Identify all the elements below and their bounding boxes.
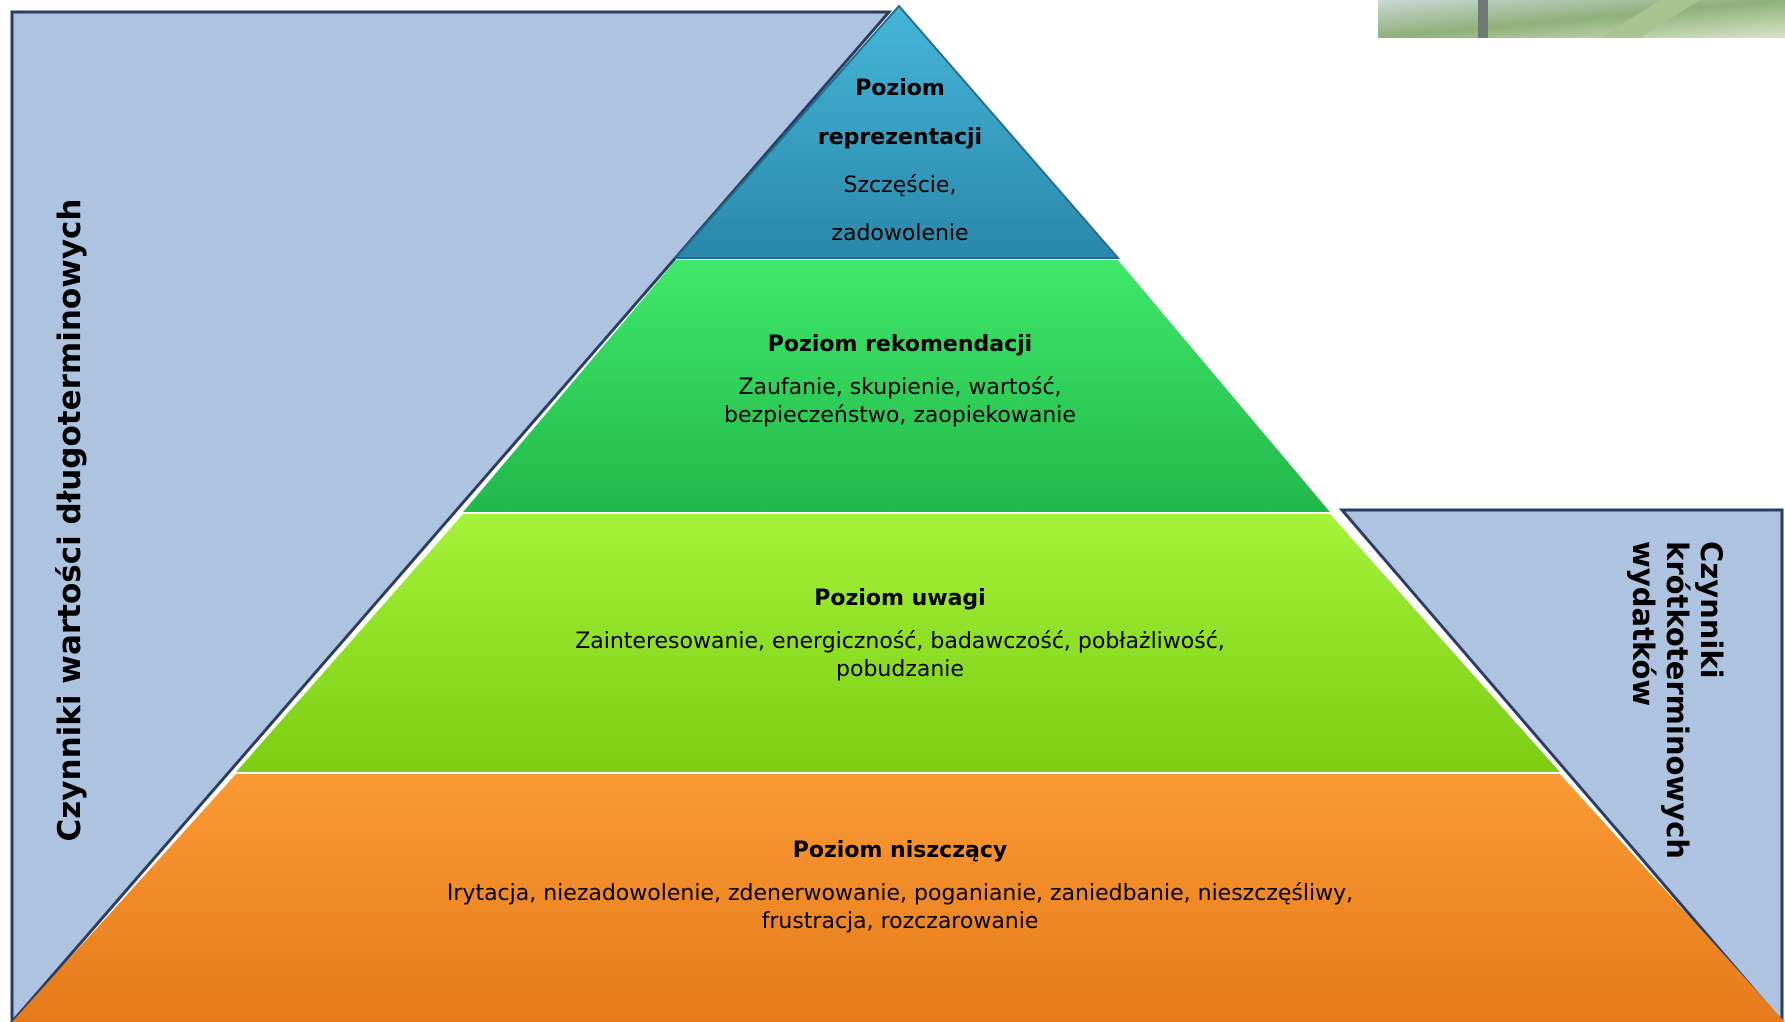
right-side-panel [1338, 508, 1784, 1022]
level-representation-text: Poziom reprezentacji Szczęście, zadowole… [760, 64, 1040, 258]
left-axis-label: Czynniki wartości długoterminowych [52, 198, 88, 842]
level-attention-desc-line-1: Zainteresowanie, energiczność, badawczoś… [575, 629, 1225, 654]
pyramid-level-top [673, 4, 1121, 259]
level-representation-title-line-2: reprezentacji [817, 125, 983, 150]
level-destructive-desc-line-2: frustracja, rozczarowanie [761, 909, 1039, 934]
pyramid-level-recommendation [463, 260, 1330, 512]
level-attention-title: Poziom uwagi [814, 586, 986, 611]
level-recommendation-title: Poziom rekomendacji [767, 332, 1033, 357]
level-attention-text: Poziom uwagi Zainteresowanie, energiczno… [430, 584, 1370, 684]
level-recommendation-text: Poziom rekomendacji Zaufanie, skupienie,… [600, 330, 1200, 430]
pyramid-level-attention [236, 514, 1560, 772]
level-representation-desc-line-1: Szczęście, [843, 173, 957, 198]
right-axis-label-line-3: wydatków [1626, 541, 1660, 707]
level-attention-desc-line-2: pobudzanie [836, 657, 964, 682]
level-representation-title-line-1: Poziom [855, 76, 945, 101]
level-destructive-title: Poziom niszczący [792, 838, 1008, 863]
left-side-panel [10, 10, 893, 1022]
pyramid-level-destructive [12, 774, 1785, 1022]
level-representation-desc-line-2: zadowolenie [831, 221, 969, 246]
level-destructive-text: Poziom niszczący Irytacja, niezadowoleni… [250, 836, 1550, 936]
right-axis-label-line-2: krótkoterminowych [1660, 541, 1694, 859]
right-axis-label: Czynniki krótkoterminowych wydatków [1626, 541, 1728, 859]
right-axis-label-line-1: Czynniki [1694, 541, 1728, 679]
corner-photo-fragment [1378, 0, 1785, 38]
level-recommendation-desc-line-1: Zaufanie, skupienie, wartość, [738, 375, 1062, 400]
level-destructive-desc-line-1: Irytacja, niezadowolenie, zdenerwowanie,… [446, 881, 1354, 906]
level-recommendation-desc-line-2: bezpieczeństwo, zaopiekowanie [724, 403, 1076, 428]
